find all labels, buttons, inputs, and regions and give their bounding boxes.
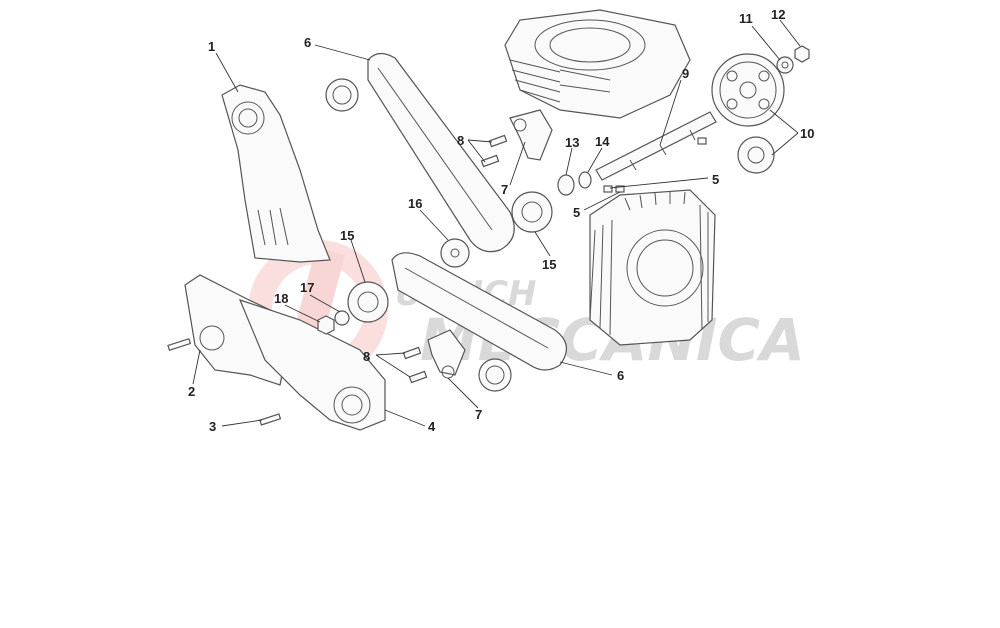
part-15-pulley-lower xyxy=(347,281,389,323)
callout-13: 13 xyxy=(565,135,579,150)
callout-9: 9 xyxy=(682,66,689,81)
callout-6-b: 6 xyxy=(617,368,624,383)
callout-6-a: 6 xyxy=(304,35,311,50)
part-10-gear-small xyxy=(737,136,775,174)
part-10-gear-large xyxy=(711,53,785,127)
callout-12: 12 xyxy=(771,7,785,22)
part-1-rear-belt-cover xyxy=(221,84,331,263)
front-cylinder xyxy=(589,189,716,346)
part-8-screws-upper xyxy=(480,134,508,168)
part-9-camshaft xyxy=(595,111,717,181)
callout-3: 3 xyxy=(209,419,216,434)
part-8-screws-lower xyxy=(402,346,428,384)
callout-8-b: 8 xyxy=(363,349,370,364)
part-13-washer xyxy=(557,174,575,196)
callout-11: 11 xyxy=(739,11,753,26)
rear-cylinder xyxy=(504,9,691,119)
callout-10: 10 xyxy=(800,126,814,141)
callout-15-b: 15 xyxy=(542,257,556,272)
callout-labels: 1 2 3 4 5 5 6 6 7 7 8 8 9 10 11 12 13 14… xyxy=(188,7,814,434)
part-12-nut xyxy=(794,45,810,63)
callout-4: 4 xyxy=(428,419,436,434)
part-5-key-right xyxy=(697,137,707,145)
callout-15-a: 15 xyxy=(340,228,354,243)
part-11-washer xyxy=(776,56,794,74)
callout-2: 2 xyxy=(188,384,195,399)
callout-7-a: 7 xyxy=(501,182,508,197)
callout-8-a: 8 xyxy=(457,133,464,148)
callout-7-b: 7 xyxy=(475,407,482,422)
callout-14: 14 xyxy=(595,134,610,149)
part-7-tensioner-lower xyxy=(427,329,466,379)
part-15-pulley-upper xyxy=(511,191,553,233)
callout-16: 16 xyxy=(408,196,422,211)
part-17-spacer xyxy=(334,310,350,326)
part-4-front-belt-cover xyxy=(238,299,386,431)
part-6-timing-belt-lower xyxy=(391,252,567,371)
callout-5-a: 5 xyxy=(712,172,719,187)
callout-17: 17 xyxy=(300,280,314,295)
callout-5-b: 5 xyxy=(573,205,580,220)
part-16-washer xyxy=(440,238,470,268)
leader-lines xyxy=(192,19,801,427)
part-2-screw xyxy=(167,337,192,352)
pulley-front-bottom xyxy=(478,358,512,392)
callout-18: 18 xyxy=(274,291,288,306)
part-7-tensioner-upper xyxy=(509,109,553,161)
callout-1: 1 xyxy=(208,39,215,54)
part-14-circlip xyxy=(578,171,592,189)
part-18-nut xyxy=(317,315,335,335)
pulley-rear-top xyxy=(325,78,359,112)
part-3-screw xyxy=(259,413,282,426)
part-6-timing-belt-upper xyxy=(367,52,515,253)
